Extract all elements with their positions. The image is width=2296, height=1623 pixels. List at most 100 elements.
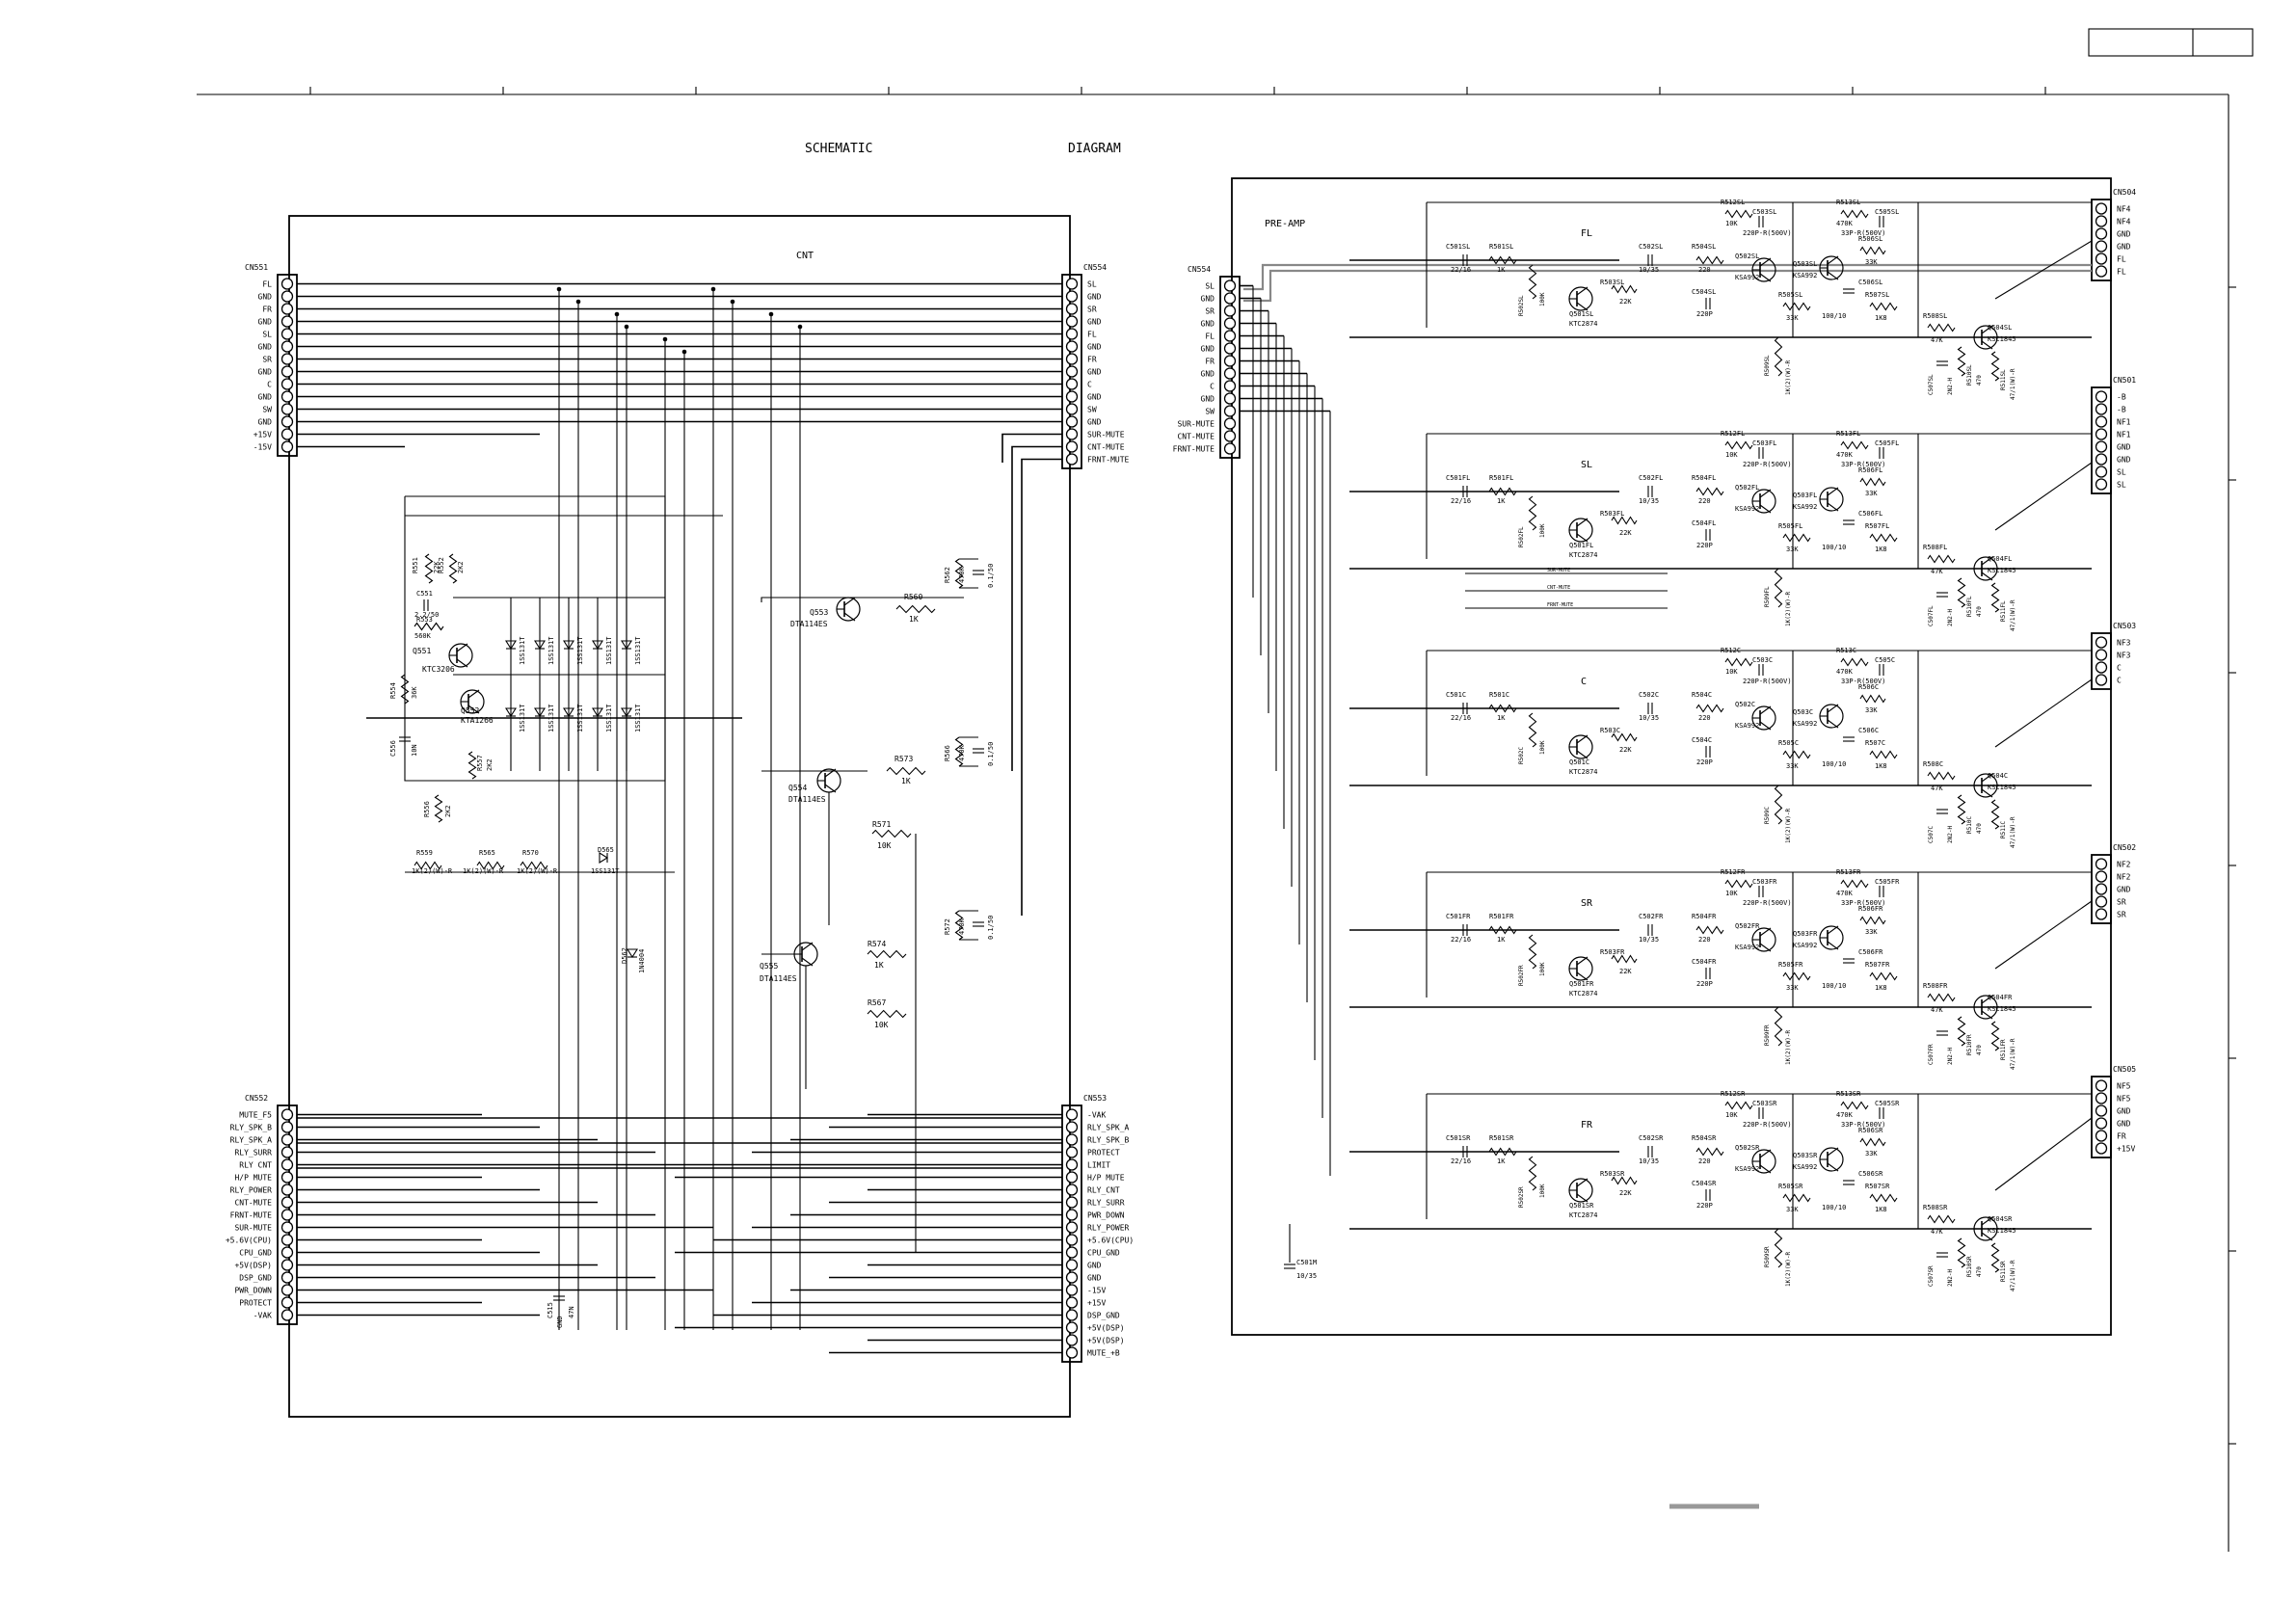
r505-label: R505SR — [1778, 1183, 1803, 1190]
transistor-emitter — [1827, 502, 1839, 512]
c503-value: 220P-R(500V) — [1743, 899, 1792, 907]
cn502-connector-name: CN502 — [2113, 843, 2136, 852]
c503-capacitor — [1758, 447, 1764, 459]
r572-cap-value: 0.1/50 — [987, 916, 995, 940]
cn553-pin — [1065, 1209, 1079, 1221]
c501-value: 22/16 — [1451, 1157, 1471, 1165]
r552-resistor — [448, 553, 458, 584]
q503-transistor — [1819, 255, 1844, 280]
resistor-zigzag — [1869, 750, 1898, 759]
diode-triangle — [599, 852, 609, 864]
resistor-zigzag — [1488, 487, 1517, 496]
diode-type-label: 1SS131T — [547, 636, 555, 665]
cn551-pin — [280, 303, 294, 315]
transistor-emitter — [1759, 721, 1772, 731]
cn503-connector-name: CN503 — [2113, 622, 2136, 630]
cn554-pin-label: CNT-MUTE — [1087, 443, 1125, 452]
q502-label: Q502SL — [1735, 253, 1759, 260]
r503-value: 22K — [1619, 1189, 1632, 1197]
r510-resistor — [1957, 346, 1966, 377]
stage-channel-label: FR — [1581, 1120, 1593, 1131]
r571-label: R571 — [872, 820, 891, 829]
cn553-connector: CN553-VAKRLY_SPK_ARLY_SPK_BPROTECTLIMITH… — [1061, 1094, 1134, 1363]
r508-resistor — [1927, 993, 1956, 1002]
r503-resistor — [1611, 732, 1638, 742]
c505-value: 33P-R(500V) — [1841, 678, 1885, 685]
q503-label: Q503SL — [1793, 260, 1817, 268]
c504-capacitor — [1705, 529, 1711, 541]
c501-value: 22/16 — [1451, 936, 1471, 944]
r502-value: 100K — [1539, 962, 1546, 976]
r562-value: 470K — [958, 566, 966, 583]
diode-triangle — [627, 948, 638, 959]
r512-resistor — [1724, 657, 1753, 667]
r573-resistor — [886, 766, 926, 776]
pre-cn554-pin-label: SL — [1205, 282, 1215, 291]
transistor-emitter — [1981, 340, 1993, 350]
bus-junction — [797, 324, 803, 330]
r507-resistor — [1869, 971, 1898, 981]
cn554-pin-label: SR — [1087, 306, 1097, 314]
cn504-connector-name: CN504 — [2113, 188, 2136, 197]
r507-resistor — [1869, 1193, 1898, 1203]
r509-value: 1K(2)(W)-R — [1785, 808, 1792, 843]
r507-value: 1K8 — [1875, 545, 1887, 553]
r503-resistor — [1611, 1176, 1638, 1185]
resistor-zigzag — [867, 949, 907, 959]
cn551-pin-label: GND — [258, 368, 273, 377]
cn554-pin — [1065, 340, 1079, 353]
c556-capacitor — [399, 736, 411, 742]
q501-type: KTC2874 — [1569, 768, 1598, 776]
cn551-pin-label: +15V — [254, 431, 272, 439]
q553-drive — [761, 597, 964, 602]
pre-cn554-pin — [1223, 317, 1237, 330]
resistor-zigzag — [414, 861, 442, 870]
r507-resistor — [1869, 533, 1898, 543]
cn551-pin — [280, 365, 294, 378]
stage-output — [1994, 1117, 2093, 1191]
cn504-pin-label: GND — [2117, 243, 2131, 252]
r506-value: 33K — [1865, 706, 1878, 714]
r559-label: R559 — [416, 849, 433, 857]
d565-type: 1SS131T — [591, 867, 620, 875]
cn553-pin-label: DSP_GND — [1087, 1312, 1120, 1320]
c502-label: C502C — [1639, 691, 1659, 699]
q503-type: KSA992 — [1793, 1163, 1817, 1171]
transistor-collector — [1576, 734, 1589, 744]
resistor-zigzag — [1990, 582, 2000, 613]
cn502-pin-label: NF2 — [2117, 861, 2131, 869]
resistor-zigzag — [448, 553, 458, 584]
r557-label: R557 — [476, 755, 484, 771]
protect-diode — [592, 640, 603, 651]
r511-resistor — [1990, 1242, 2000, 1273]
transistor-emitter — [467, 705, 480, 714]
cn554-pin-label: FR — [1087, 356, 1097, 364]
transistor-emitter — [1759, 273, 1772, 282]
transistor-emitter — [1827, 941, 1839, 950]
r510-label: R510FL — [1966, 596, 1973, 617]
cn553-pin-label: LIMIT — [1087, 1161, 1110, 1170]
cn553-pin — [1065, 1108, 1079, 1121]
c502-value: 10/35 — [1639, 1157, 1659, 1165]
cn502-pin — [2095, 883, 2108, 895]
cn553-pin — [1065, 1184, 1079, 1196]
c504-label: C504FR — [1692, 958, 1717, 966]
cn552-pin — [280, 1296, 294, 1309]
r510-value: 470 — [1976, 606, 1983, 617]
r501-resistor — [1488, 704, 1517, 713]
cn552-pin-label: RLY CNT — [239, 1161, 272, 1170]
r508-resistor — [1927, 1214, 1956, 1224]
bus-junction — [575, 299, 581, 305]
cnt-board-outline — [288, 215, 1071, 1418]
r508-value: 47K — [1931, 1006, 1943, 1014]
frame-ticks-right — [2229, 286, 2236, 1445]
r512-resistor — [1724, 209, 1753, 219]
resistor-zigzag — [1990, 351, 2000, 382]
cn551-pin-label: SL — [262, 331, 272, 339]
cn501-pin — [2095, 478, 2108, 491]
c506-value: 100/10 — [1822, 982, 1846, 990]
r504-resistor — [1695, 487, 1724, 496]
r512-value: 10K — [1725, 220, 1738, 227]
c502-label: C502FL — [1639, 474, 1663, 482]
